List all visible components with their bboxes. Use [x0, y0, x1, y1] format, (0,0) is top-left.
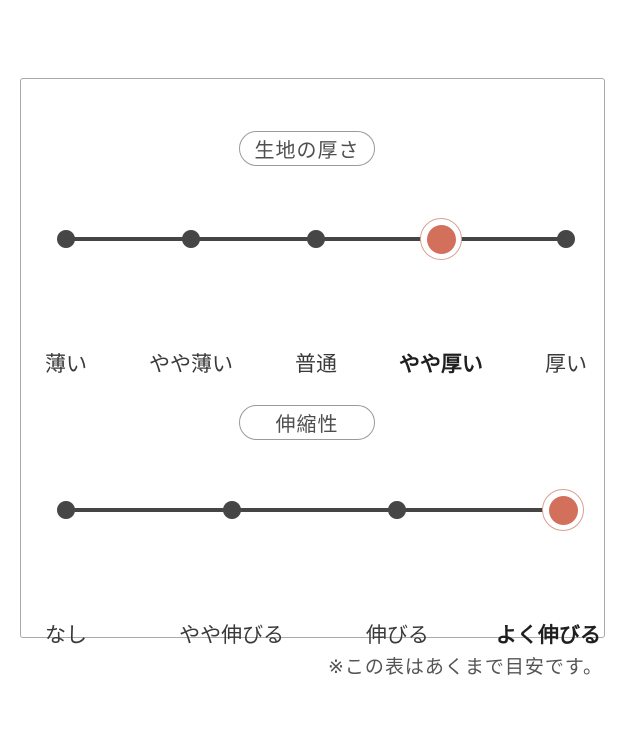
thickness-labels-row: 薄い やや薄い 普通 やや厚い 厚い: [45, 352, 587, 378]
thickness-selected-dot: [426, 224, 456, 254]
thickness-dot-atsui: [557, 230, 575, 248]
thickness-selected-marker: [420, 218, 462, 260]
stretch-selected-dot: [548, 495, 578, 525]
disclaimer-note: ※この表はあくまで目安です。: [327, 657, 603, 678]
stretch-scale-line: [66, 508, 563, 512]
thickness-dot-yaya-usui: [182, 230, 200, 248]
scale-label: やや伸びる: [179, 624, 285, 647]
thickness-title: 生地の厚さ: [254, 140, 360, 162]
stretch-title-pill: 伸縮性: [239, 405, 375, 440]
thickness-title-pill: 生地の厚さ: [239, 131, 375, 166]
stretch-dot-nashi: [57, 501, 75, 519]
stretch-selected-marker: [542, 489, 584, 531]
stretch-dot-nobiru: [388, 501, 407, 519]
stretch-dot-yaya-nobiru: [222, 501, 241, 519]
scale-label-selected: よく伸びる: [496, 624, 601, 647]
scale-label: 厚い: [545, 353, 587, 376]
scale-label-selected: やや厚い: [399, 353, 483, 376]
scale-label: 普通: [295, 353, 337, 376]
guide-box: 生地の厚さ 薄い やや薄い 普通 やや厚い 厚い 伸縮性: [20, 78, 605, 647]
stretch-labels-row: なし やや伸びる 伸びる よく伸びる: [45, 623, 601, 649]
thickness-dot-usui: [57, 230, 75, 248]
stretch-title: 伸縮性: [275, 414, 339, 436]
scale-label: なし: [45, 624, 87, 647]
scale-label: 薄い: [45, 353, 87, 376]
scale-label: やや薄い: [149, 353, 233, 376]
scale-label: 伸びる: [365, 624, 429, 647]
thickness-dot-futsuu: [307, 230, 325, 248]
